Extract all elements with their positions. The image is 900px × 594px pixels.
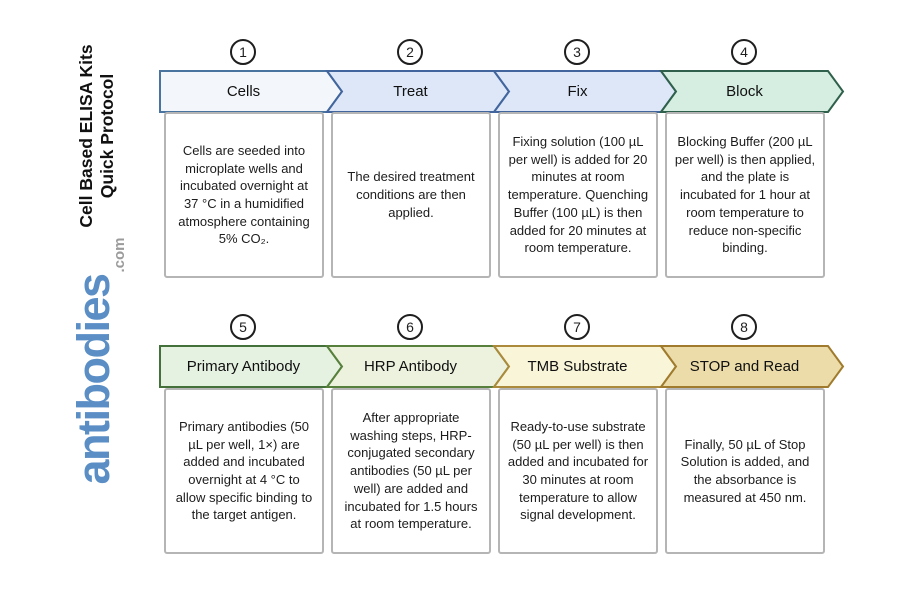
step-description-1: Cells are seeded into microplate wells a… [178, 142, 310, 247]
step-number-3: 3 [573, 44, 581, 60]
step-description-box-1: Cells are seeded into microplate wells a… [164, 112, 324, 278]
step-number-2: 2 [406, 44, 414, 60]
step-number-badge-7: 7 [564, 314, 590, 340]
step-description-2: The desired treatment conditions are the… [347, 169, 475, 220]
step-description-box-7: Ready-to-use substrate (50 µL per well) … [498, 388, 658, 554]
step-arrow-label-5: Primary Antibody [186, 358, 301, 375]
step-arrow-8 [659, 345, 845, 388]
step-number-8: 8 [740, 319, 748, 335]
step-arrow-label-3: Fix [567, 83, 588, 100]
step-number-badge-1: 1 [230, 39, 256, 65]
step-number-1: 1 [239, 44, 247, 60]
step-description-box-5: Primary antibodies (50 µL per well, 1×) … [164, 388, 324, 554]
step-description-6: After appropriate washing steps, HRP-con… [344, 410, 478, 532]
step-description-box-2: The desired treatment conditions are the… [331, 112, 491, 278]
step-arrow-4 [659, 70, 845, 113]
step-number-7: 7 [573, 319, 581, 335]
step-arrow-label-8: STOP and Read [689, 358, 800, 375]
step-arrow-label-6: HRP Antibody [363, 358, 458, 375]
step-arrow-label-1: Cells [226, 83, 261, 100]
step-description-3: Fixing solution (100 µL per well) is add… [507, 134, 649, 256]
step-number-badge-3: 3 [564, 39, 590, 65]
step-number-5: 5 [239, 319, 247, 335]
step-number-badge-4: 4 [731, 39, 757, 65]
step-number-badge-8: 8 [731, 314, 757, 340]
step-description-box-6: After appropriate washing steps, HRP-con… [331, 388, 491, 554]
step-number-badge-5: 5 [230, 314, 256, 340]
step-description-box-4: Blocking Buffer (200 µL per well) is the… [665, 112, 825, 278]
step-description-box-8: Finally, 50 µL of Stop Solution is added… [665, 388, 825, 554]
step-description-5: Primary antibodies (50 µL per well, 1×) … [175, 418, 313, 523]
step-number-badge-2: 2 [397, 39, 423, 65]
step-arrow-label-4: Block [726, 83, 763, 100]
step-description-8: Finally, 50 µL of Stop Solution is added… [680, 436, 810, 505]
step-arrow-label-2: Treat [393, 83, 428, 100]
step-number-6: 6 [406, 319, 414, 335]
step-description-4: Blocking Buffer (200 µL per well) is the… [674, 134, 816, 256]
step-number-badge-6: 6 [397, 314, 423, 340]
step-description-box-3: Fixing solution (100 µL per well) is add… [498, 112, 658, 278]
step-number-4: 4 [740, 44, 748, 60]
step-arrow-label-7: TMB Substrate [527, 358, 628, 375]
step-description-7: Ready-to-use substrate (50 µL per well) … [507, 418, 649, 523]
